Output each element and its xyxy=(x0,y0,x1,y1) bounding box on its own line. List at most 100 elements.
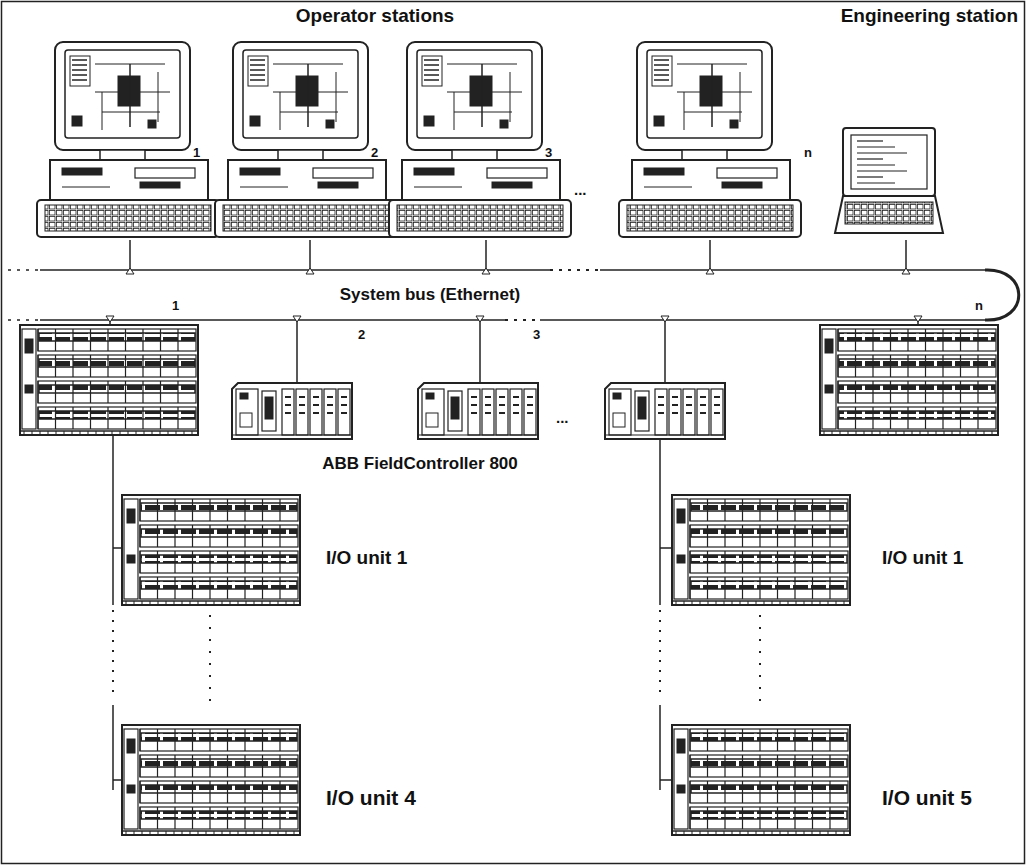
wire xyxy=(820,831,821,835)
wire xyxy=(209,781,210,803)
wire xyxy=(510,72,511,122)
wire xyxy=(192,755,193,777)
wire xyxy=(759,615,761,705)
wire xyxy=(279,781,280,803)
wire xyxy=(942,381,943,403)
wire xyxy=(341,412,347,414)
outline xyxy=(233,42,368,150)
outline xyxy=(45,205,211,231)
wire xyxy=(689,729,690,751)
outline xyxy=(265,397,273,419)
wire xyxy=(812,551,813,573)
heading: Operator stations xyxy=(296,6,454,27)
wire xyxy=(485,412,491,414)
wire xyxy=(724,525,725,547)
wire xyxy=(158,601,159,605)
wire xyxy=(804,831,805,835)
wire xyxy=(177,381,178,403)
wire xyxy=(759,807,760,829)
wire xyxy=(820,430,998,432)
wire xyxy=(198,831,199,835)
wire xyxy=(724,601,725,605)
outline xyxy=(613,393,621,399)
system-bus xyxy=(8,240,1019,383)
wire xyxy=(262,729,263,751)
wire xyxy=(759,525,760,547)
wire xyxy=(689,755,690,777)
wire xyxy=(942,329,943,351)
wire xyxy=(829,499,830,521)
bus-tap xyxy=(902,268,910,274)
wire xyxy=(724,729,725,751)
wire xyxy=(812,577,813,599)
wire xyxy=(262,525,263,547)
wire xyxy=(684,92,685,130)
outline xyxy=(39,333,195,341)
wire xyxy=(960,431,961,435)
wire xyxy=(692,601,693,605)
wire xyxy=(732,601,733,605)
wire xyxy=(198,601,199,605)
outline xyxy=(243,50,358,138)
wire xyxy=(707,551,708,573)
wire xyxy=(844,601,845,605)
wire xyxy=(424,69,439,71)
outline xyxy=(141,555,297,563)
wire xyxy=(880,431,881,435)
wire xyxy=(294,831,295,835)
wire xyxy=(222,831,223,835)
wire xyxy=(96,431,97,435)
wire xyxy=(742,807,743,829)
wire xyxy=(166,831,167,835)
outline xyxy=(127,555,135,563)
outline xyxy=(426,393,434,399)
wire xyxy=(780,601,781,605)
wire xyxy=(756,601,757,605)
outline xyxy=(248,56,268,86)
wire xyxy=(920,431,921,435)
wire xyxy=(928,431,929,435)
outline xyxy=(38,355,196,377)
wire xyxy=(142,831,143,835)
wire xyxy=(62,187,110,188)
wire xyxy=(160,407,161,429)
wire xyxy=(872,431,873,435)
wire xyxy=(605,434,725,435)
outline xyxy=(690,525,848,547)
wire xyxy=(37,381,38,403)
wire xyxy=(126,601,127,605)
wire xyxy=(742,781,743,803)
outline xyxy=(141,811,297,819)
wire xyxy=(227,807,228,829)
outline xyxy=(250,116,260,126)
wire xyxy=(107,381,108,403)
wire xyxy=(414,187,462,188)
wire xyxy=(177,407,178,429)
wire xyxy=(424,59,439,61)
outline xyxy=(717,168,777,178)
wire xyxy=(724,551,725,573)
wire xyxy=(499,412,505,414)
wire xyxy=(700,396,706,398)
outline xyxy=(141,581,297,589)
wire xyxy=(244,755,245,777)
wire xyxy=(246,601,247,605)
outline xyxy=(605,383,725,439)
wire xyxy=(176,431,177,435)
wire xyxy=(174,831,175,835)
outline xyxy=(148,120,156,128)
wire xyxy=(689,499,690,521)
wire xyxy=(796,831,797,835)
outline xyxy=(496,389,508,435)
outline xyxy=(644,168,684,175)
wire xyxy=(184,431,185,435)
wire xyxy=(72,74,87,76)
wire xyxy=(689,525,690,547)
wire xyxy=(794,729,795,751)
outline xyxy=(838,407,996,429)
wire xyxy=(794,499,795,521)
wire xyxy=(157,577,158,599)
wire xyxy=(139,525,140,547)
wire xyxy=(174,807,175,829)
wire xyxy=(286,601,287,605)
